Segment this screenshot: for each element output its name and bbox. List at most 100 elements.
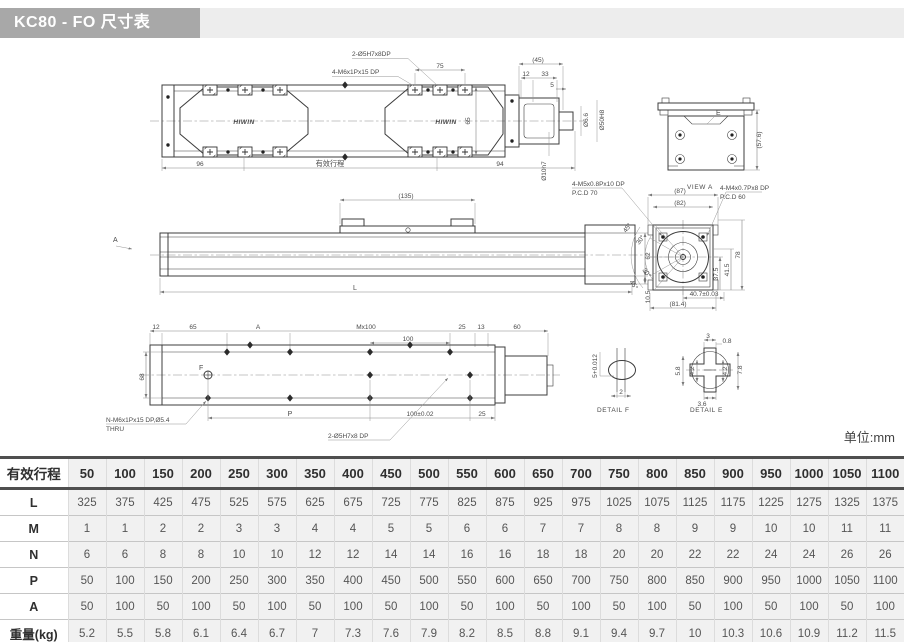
value-cell: 50 bbox=[220, 593, 259, 620]
value-cell: 14 bbox=[410, 541, 449, 568]
flange-callout-left-1: 4-M5x0.8Px10 DP bbox=[572, 181, 625, 188]
dia-10h7-label: Ø10h7 bbox=[541, 161, 548, 181]
value-cell: 12 bbox=[334, 541, 373, 568]
value-cell: 1225 bbox=[752, 488, 791, 516]
value-cell: 50 bbox=[68, 567, 107, 594]
value-cell: 1100 bbox=[866, 567, 904, 594]
value-cell: 100 bbox=[714, 593, 753, 620]
dim-78-label: 78 bbox=[735, 251, 742, 259]
value-cell: 100 bbox=[410, 593, 449, 620]
flange-callout-right-2: P.C.D 60 bbox=[720, 194, 746, 201]
value-cell: 11.5 bbox=[866, 619, 904, 642]
value-cell: 7 bbox=[296, 619, 335, 642]
dim-62-label: 62 bbox=[645, 252, 652, 260]
dim-33-label: 33 bbox=[541, 71, 549, 78]
value-cell: 500 bbox=[410, 567, 449, 594]
value-cell: 2 bbox=[144, 515, 183, 542]
value-cell: 1075 bbox=[638, 488, 677, 516]
detail-f-drawing: 5+0.012 2 DETAIL F bbox=[592, 348, 636, 414]
dim-2-label: 2 bbox=[619, 389, 623, 396]
header-band: KC80 - FO 尺寸表 bbox=[0, 8, 904, 38]
dim-68-label: 68 bbox=[139, 373, 146, 381]
hole-f-label: F bbox=[199, 365, 203, 372]
dim-5-8-label: 5.8 bbox=[675, 366, 682, 375]
flange-view-drawing: (87) (82) 4-M5x0.8Px10 DP P.C.D 70 4-M4x… bbox=[572, 181, 769, 311]
technical-drawings: HIWIN HIWIN 2-Ø5H7x8DP 4-M6x1Px15 DP 75 … bbox=[106, 51, 769, 441]
value-cell: 200 bbox=[182, 567, 221, 594]
flange-callout-right-1: 4-M4x0.7Px8 DP bbox=[720, 185, 769, 192]
page-title: KC80 - FO 尺寸表 bbox=[0, 8, 200, 38]
value-cell: 10 bbox=[676, 619, 715, 642]
value-cell: 10.3 bbox=[714, 619, 753, 642]
value-cell: 700 bbox=[562, 567, 601, 594]
value-cell: 6 bbox=[448, 515, 487, 542]
value-cell: 900 bbox=[714, 567, 753, 594]
bottom-dim-Mx100-label: Mx100 bbox=[356, 324, 376, 331]
stroke-column-header: 1050 bbox=[828, 457, 867, 489]
row-label: 重量(kg) bbox=[0, 619, 69, 642]
value-cell: 1375 bbox=[866, 488, 904, 516]
value-cell: 16 bbox=[486, 541, 525, 568]
stroke-column-header: 850 bbox=[676, 457, 715, 489]
value-cell: 7 bbox=[562, 515, 601, 542]
value-cell: 16 bbox=[448, 541, 487, 568]
value-cell: 875 bbox=[486, 488, 525, 516]
value-cell: 100 bbox=[106, 567, 145, 594]
value-cell: 9.7 bbox=[638, 619, 677, 642]
value-cell: 400 bbox=[334, 567, 373, 594]
dim-40-7-label: 40.7±0.03 bbox=[690, 291, 719, 298]
value-cell: 750 bbox=[600, 567, 639, 594]
value-cell: 26 bbox=[866, 541, 904, 568]
dim-82-label: (82) bbox=[674, 200, 686, 207]
value-cell: 350 bbox=[296, 567, 335, 594]
stroke-column-header: 300 bbox=[258, 457, 297, 489]
dowel-callout-bottom-label: 2-Ø5H7x8 DP bbox=[328, 433, 368, 440]
value-cell: 10 bbox=[220, 541, 259, 568]
value-cell: 8 bbox=[144, 541, 183, 568]
detail-e-ref-label: E bbox=[716, 110, 721, 117]
value-cell: 6 bbox=[486, 515, 525, 542]
dim-75-label: 75 bbox=[436, 63, 444, 70]
dim-L-label: L bbox=[353, 285, 357, 292]
value-cell: 50 bbox=[676, 593, 715, 620]
value-cell: 1325 bbox=[828, 488, 867, 516]
value-cell: 1025 bbox=[600, 488, 639, 516]
dim-10-5-label: 10.5 bbox=[645, 290, 652, 303]
value-cell: 6.1 bbox=[182, 619, 221, 642]
value-cell: 8.5 bbox=[486, 619, 525, 642]
dim-81-4-label: (81.4) bbox=[670, 301, 687, 308]
value-cell: 9.1 bbox=[562, 619, 601, 642]
value-cell: 6 bbox=[68, 541, 107, 568]
value-cell: 975 bbox=[562, 488, 601, 516]
dim-135-label: (135) bbox=[398, 193, 413, 200]
value-cell: 20 bbox=[638, 541, 677, 568]
value-cell: 100 bbox=[106, 593, 145, 620]
value-cell: 250 bbox=[220, 567, 259, 594]
value-cell: 10.9 bbox=[790, 619, 829, 642]
value-cell: 100 bbox=[486, 593, 525, 620]
stroke-column-header: 550 bbox=[448, 457, 487, 489]
value-cell: 1 bbox=[106, 515, 145, 542]
stroke-length-label: 有效行程 bbox=[316, 159, 345, 168]
stroke-column-header: 400 bbox=[334, 457, 373, 489]
value-cell: 325 bbox=[68, 488, 107, 516]
value-cell: 1050 bbox=[828, 567, 867, 594]
thread-callout-label-2: THRU bbox=[106, 426, 124, 433]
dia-50h8-label: Ø50H8 bbox=[599, 109, 606, 130]
value-cell: 150 bbox=[144, 567, 183, 594]
value-cell: 7.9 bbox=[410, 619, 449, 642]
value-cell: 11 bbox=[828, 515, 867, 542]
stroke-column-header: 450 bbox=[372, 457, 411, 489]
dim-3-label: 3 bbox=[706, 333, 710, 340]
dim-57-6-label: (57.6) bbox=[756, 132, 763, 149]
value-cell: 825 bbox=[448, 488, 487, 516]
value-cell: 300 bbox=[258, 567, 297, 594]
brand-logo-right: HIWIN bbox=[435, 119, 456, 126]
value-cell: 12 bbox=[296, 541, 335, 568]
bottom-dim-A-label: A bbox=[256, 324, 261, 331]
row-label: L bbox=[0, 488, 69, 516]
value-cell: 425 bbox=[144, 488, 183, 516]
value-cell: 8 bbox=[638, 515, 677, 542]
